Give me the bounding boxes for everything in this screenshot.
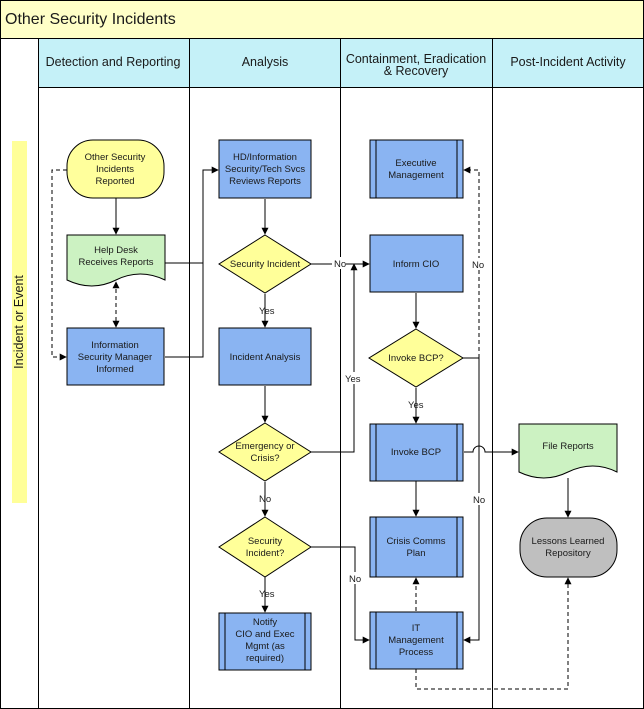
edge-start-to-infosec-dashed: [51, 169, 67, 361]
node-inform-cio: Inform CIO: [369, 234, 464, 293]
edge-infosec-to-hdinfo: [165, 263, 204, 358]
svg-text:Invoke BCP: Invoke BCP: [391, 447, 441, 458]
edge-label-yes: Yes: [408, 400, 424, 411]
edge-label-no: No: [472, 260, 484, 271]
svg-text:Invoke BCP?: Invoke BCP?: [388, 353, 443, 364]
edge-label-yes: Yes: [259, 589, 275, 600]
edge-label-no: No: [259, 494, 271, 505]
node-invoke-bcp: Invoke BCP: [369, 423, 464, 482]
node-file-reports: File Reports: [518, 423, 618, 479]
node-security-incident-decision: Security Incident: [218, 234, 312, 294]
edge-helpdesk-to-hdinfo: [165, 166, 219, 264]
edge-cio-to-exec-dashed: [463, 166, 480, 358]
svg-text:Incident Analysis: Incident Analysis: [230, 352, 301, 363]
svg-text:Inform CIO: Inform CIO: [393, 259, 439, 270]
edge-secinc2-no: [311, 546, 370, 644]
row-label: Incident or Event: [12, 275, 26, 369]
node-incident-analysis: Incident Analysis: [218, 327, 312, 386]
edge-itmgmt-to-lessons-dashed: [415, 577, 572, 690]
edge-label-no: No: [349, 574, 361, 585]
svg-text:File Reports: File Reports: [542, 441, 593, 452]
lane-title-containment: Containment, Eradication& Recovery: [346, 52, 486, 78]
edge-label-yes: Yes: [259, 306, 275, 317]
edge-label-no: No: [473, 495, 485, 506]
row-label-bar: [12, 141, 27, 503]
lane-title-detection: Detection and Reporting: [46, 55, 181, 69]
lane-title-analysis: Analysis: [242, 55, 289, 69]
title-bar: [0, 0, 644, 39]
edge-label-yes: Yes: [345, 374, 361, 385]
lane-title-post-incident: Post-Incident Activity: [510, 55, 626, 69]
diagram-title: Other Security Incidents: [5, 11, 176, 28]
edge-label-no: No: [334, 259, 346, 270]
svg-text:Security Incident: Security Incident: [230, 259, 301, 270]
node-invoke-bcp-decision: Invoke BCP?: [368, 328, 464, 388]
edge-bcp-to-file: [464, 445, 519, 456]
edge-emergency-yes: [311, 263, 358, 453]
